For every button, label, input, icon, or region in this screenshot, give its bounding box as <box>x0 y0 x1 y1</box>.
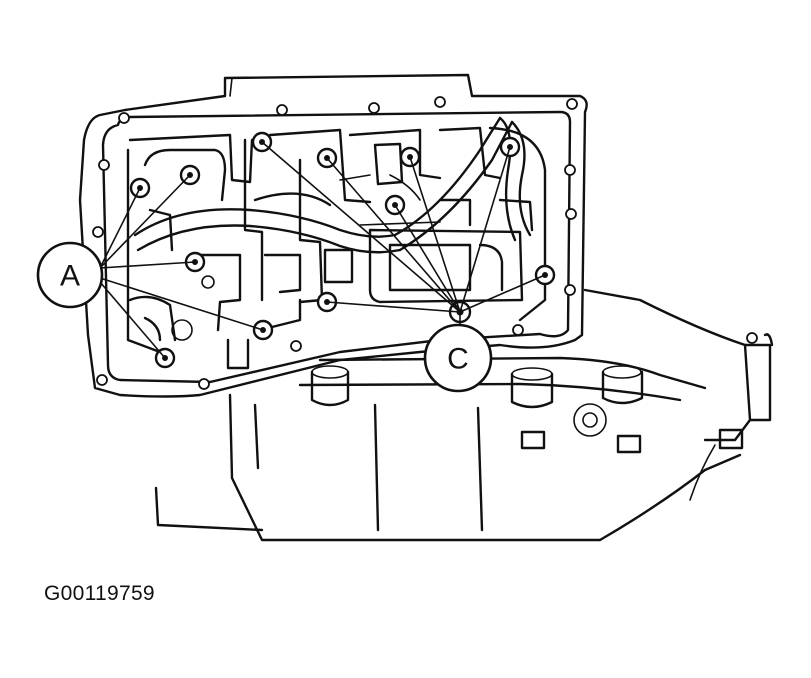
leaders-a <box>99 174 264 359</box>
callout-a-label: A <box>60 260 80 293</box>
callout-c: C <box>423 323 493 393</box>
flange-holes <box>92 96 758 390</box>
transmission-case <box>154 288 774 542</box>
case-bosses <box>310 365 744 454</box>
figure-id-label: G00119759 <box>44 582 155 605</box>
leaders-c <box>261 141 546 330</box>
valve-body <box>126 116 547 370</box>
gasket-flange <box>78 73 588 398</box>
callout-c-label: C <box>447 343 469 376</box>
valve-body-bolt-diagram: A C <box>36 73 774 542</box>
callout-a: A <box>36 241 104 309</box>
